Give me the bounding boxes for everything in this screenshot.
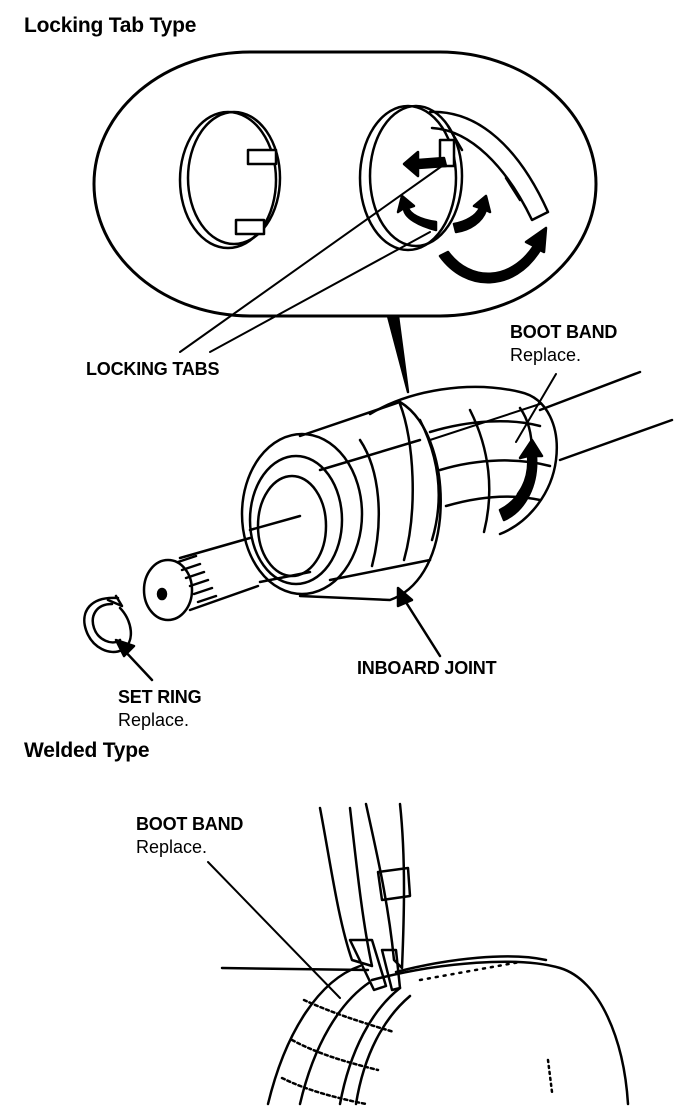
welded-drum xyxy=(220,955,630,1106)
boot xyxy=(368,385,558,542)
boot-band-top-leader xyxy=(515,373,557,443)
locking-tab-leaders xyxy=(179,165,443,353)
set-ring-arrow xyxy=(114,638,154,682)
set-ring-icon xyxy=(83,594,132,654)
boot-band-top-label: BOOT BAND xyxy=(510,322,618,342)
inboard-joint-label: INBOARD JOINT xyxy=(357,658,497,678)
inboard-joint-housing xyxy=(240,400,442,602)
closed-band-icon xyxy=(178,110,282,250)
stub-axle xyxy=(142,514,312,622)
boot-band-bottom-leader xyxy=(207,861,341,999)
drive-shaft xyxy=(538,370,674,462)
locking-tab-detail-bubble xyxy=(92,50,598,394)
boot-band-on-boot xyxy=(429,403,544,522)
pliers-icon xyxy=(318,802,412,992)
inboard-joint-arrow xyxy=(396,586,442,658)
boot-band-top-note: Replace. xyxy=(510,345,582,365)
release-arrows xyxy=(396,150,548,284)
set-ring-note: Replace. xyxy=(118,710,190,730)
locking-tab-section-title: Locking Tab Type xyxy=(24,14,197,37)
boot-band-bottom-note: Replace. xyxy=(136,837,208,857)
boot-band-bottom-label: BOOT BAND xyxy=(136,814,244,834)
welded-section-title: Welded Type xyxy=(24,739,150,762)
set-ring-label: SET RING xyxy=(118,687,202,707)
locking-tabs-label: LOCKING TABS xyxy=(86,359,220,379)
